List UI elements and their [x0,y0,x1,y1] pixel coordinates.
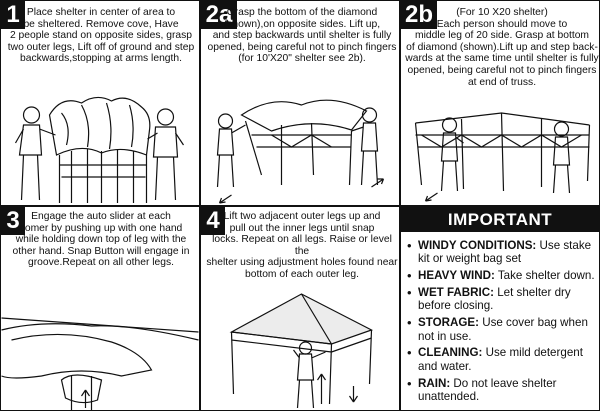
step-4-instructions: Lift two adjacent outer legs up and pull… [206,211,398,280]
step-number-3: 3 [1,207,25,235]
panel-step-2a: 2a Grasp the bottom of the diamond (show… [200,0,400,206]
step-2b-instructions: (For 10 X20 shelter) Each person should … [405,7,599,88]
important-item-text: Take shelter down. [494,269,595,283]
important-item-label: HEAVY WIND: [418,269,495,283]
panel-step-2b: 2b (For 10 X20 shelter) Each person shou… [400,0,600,206]
important-list: WINDY CONDITIONS: Use stake kit or weigh… [407,239,595,407]
important-item: RAIN: Do not leave shelter unattended. [407,377,595,404]
important-item: WET FABRIC: Let shelter dry before closi… [407,286,595,313]
important-item: WINDY CONDITIONS: Use stake kit or weigh… [407,239,595,266]
step-number-2b: 2b [401,1,437,29]
important-item-label: RAIN: [418,376,451,390]
important-item-label: STORAGE: [418,316,479,330]
important-item-text: Use stake kit or weight bag set [418,239,592,266]
important-item-label: CLEANING: [418,346,483,360]
panel-step-4: 4 Lift two adjacent outer legs up and pu… [200,206,400,411]
important-item-text: Do not leave shelter unattended. [418,376,557,404]
illustration-two-people-opening-frame [14,96,184,203]
important-panel: IMPORTANT WINDY CONDITIONS: Use stake ki… [400,206,600,411]
step-number-2a: 2a [201,1,237,29]
important-item: CLEANING: Use mild detergent and water. [407,346,595,373]
important-item-text: Use cover bag when not in use. [418,316,588,343]
important-item: HEAVY WIND: Take shelter down. [407,269,595,283]
illustration-raising-legs [229,293,374,409]
illustration-hand-engaging-slider [1,317,199,410]
step-2a-instructions: Grasp the bottom of the diamond (shown),… [207,7,397,65]
step-number-1: 1 [1,1,25,29]
important-title: IMPORTANT [401,207,599,232]
panel-step-3: 3 Engage the auto slider at each comer b… [0,206,200,411]
illustration-frame-half-open [216,99,385,204]
important-item-text: Let shelter dry before closing. [418,286,571,313]
important-item-label: WINDY CONDITIONS: [418,239,537,252]
important-item-label: WET FABRIC: [418,286,494,299]
important-item-text: Use mild detergent and water. [418,346,583,373]
step-1-instructions: Place shelter in center of area to be sh… [7,7,195,65]
step-number-4: 4 [201,207,225,235]
step-3-instructions: Engage the auto slider at each comer by … [12,211,190,269]
important-item: STORAGE: Use cover bag when not in use. [407,316,595,343]
illustration-wide-frame-opening [414,112,591,202]
panel-step-1: 1 Place shelter in center of area to be … [0,0,200,206]
